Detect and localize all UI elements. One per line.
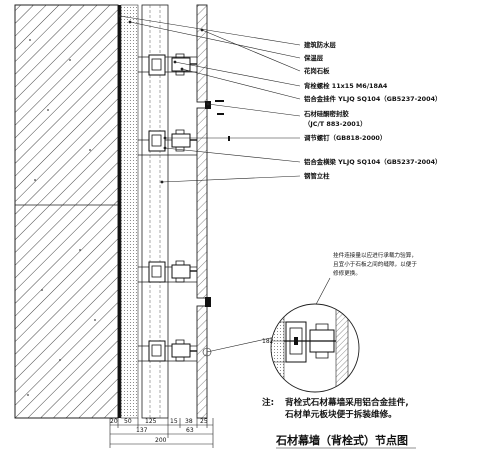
component-labels: 建筑防水层 保温层 花岗石板 背栓螺栓 11x15 M6/18A4 铝合金挂件 … — [303, 40, 441, 180]
dimension-row-2: 137 63 — [136, 427, 194, 434]
svg-text:25: 25 — [200, 418, 208, 425]
label-alloy-top: 铝合金挂件 YLJQ SQ104（GB5237-2004） — [303, 94, 441, 103]
callout-dim-182: 182 — [262, 338, 274, 345]
svg-text:15: 15 — [170, 418, 178, 425]
drawing-note: 注: 背栓式石材幕墙采用铝合金挂件, 石材单元板块便于拆装维修。 — [262, 396, 409, 420]
label-steel-post: 钢管立柱 — [304, 171, 330, 180]
detail-note: 挂件连接量以应进行承载力验算， 且宜小于石板之间的缝隙，以便于 修修更换。 — [311, 251, 417, 313]
label-insulation: 保温层 — [303, 53, 324, 62]
joint-markers — [215, 100, 230, 141]
note-line-1: 背栓式石材幕墙采用铝合金挂件, — [285, 396, 409, 408]
label-bolt: 背栓螺栓 11x15 M6/18A4 — [304, 81, 388, 90]
hanger-bracket-3 — [148, 260, 197, 283]
leader-lines — [118, 14, 301, 184]
hanger-bracket-1 — [148, 53, 197, 76]
svg-text:挂件连接量以应进行承载力验算，: 挂件连接量以应进行承载力验算， — [333, 251, 417, 259]
note-line-2: 石材单元板块便于拆装维修。 — [284, 408, 397, 420]
enlarged-detail: 182 — [262, 303, 360, 393]
svg-text:38: 38 — [185, 418, 193, 425]
label-adjust-bolt: 调节螺钉（GB818-2000） — [304, 133, 386, 142]
svg-text:修修更换。: 修修更换。 — [333, 269, 361, 277]
detail-leader — [206, 336, 276, 353]
hanger-bracket-2 — [148, 129, 197, 152]
granite-panels — [196, 4, 211, 419]
label-sealant-std: （JC/T 883-2001） — [304, 120, 367, 128]
label-granite: 花岗石板 — [304, 66, 330, 75]
svg-text:125: 125 — [145, 418, 157, 425]
label-sealant: 石材硅酮密封胶 — [303, 109, 349, 118]
dimensions — [109, 418, 214, 448]
insulation-layer — [120, 4, 139, 419]
label-waterproof: 建筑防水层 — [303, 40, 337, 49]
dimension-row-3: 200 — [155, 437, 167, 444]
svg-text:且宜小于石板之间的缝隙，以便于: 且宜小于石板之间的缝隙，以便于 — [333, 260, 417, 268]
label-alloy-bottom: 铝合金横梁 YLJQ SQ104（GB5237-2004） — [303, 157, 441, 166]
concrete-wall — [14, 4, 119, 419]
hanger-bracket-4 — [148, 339, 197, 362]
note-prefix: 注: — [262, 396, 274, 408]
svg-text:20: 20 — [110, 418, 118, 425]
dimension-row-1: 20 50 125 15 38 25 — [110, 418, 208, 425]
svg-text:200: 200 — [155, 437, 167, 444]
waterproof-layer — [118, 5, 121, 418]
svg-text:63: 63 — [186, 427, 194, 434]
svg-text:50: 50 — [124, 418, 132, 425]
drawing-title: 石材幕墙（背栓式）节点图 — [275, 433, 408, 447]
svg-text:137: 137 — [136, 427, 148, 434]
